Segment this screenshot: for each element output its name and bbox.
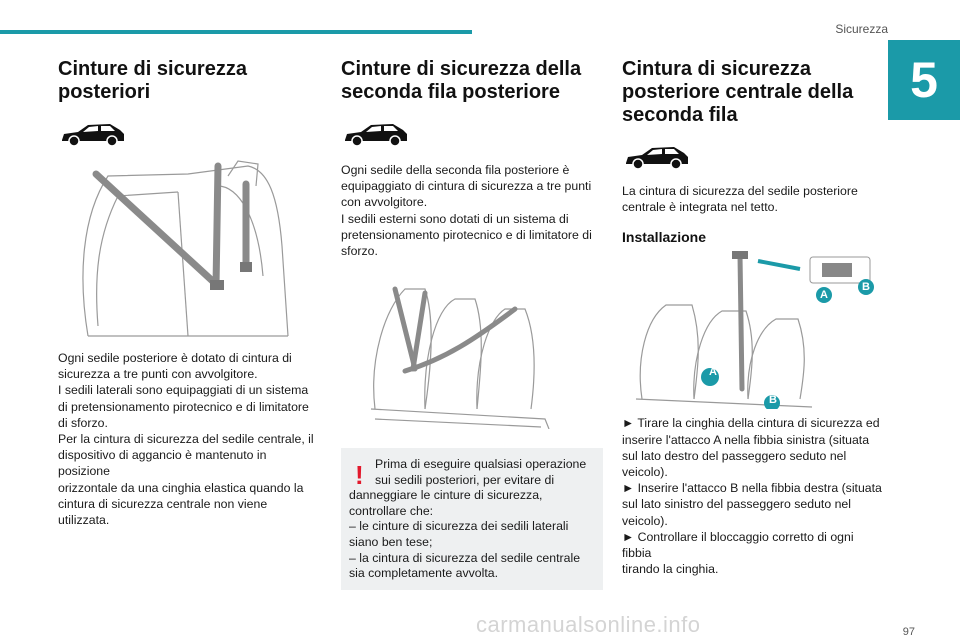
body-line: cintura di sicurezza centrale non viene … [58, 496, 268, 528]
warning-line: Prima di eseguire qualsiasi operazione [375, 457, 587, 471]
watermark: carmanualsonline.info [476, 612, 701, 637]
body-line: pretensionamento pirotecnico e di limita… [341, 227, 592, 242]
callout-label-b: B [769, 394, 777, 406]
column-center-belt: Cintura di sicurezza posteriore centrale… [622, 58, 884, 577]
step-line: sul lato destro del passeggero seduto ne… [622, 448, 847, 463]
callout-label-a-detail: A [820, 289, 828, 301]
warning-line: siano ben tese; [349, 534, 433, 549]
heading-line: Cintura di sicurezza [622, 58, 811, 80]
heading-rear-belts: Cinture di sicurezza posteriori [58, 58, 320, 104]
page-number: 97 [902, 626, 915, 638]
heading-second-row-belts: Cinture di sicurezza della seconda fila … [341, 58, 603, 104]
body-line: sforzo. [341, 244, 378, 259]
second-row-seats-illustration [370, 286, 550, 430]
body-line: orizzontale da una cinghia elastica quan… [58, 480, 304, 495]
heading-line: posteriori [58, 81, 151, 103]
warning-line: – la cintura di sicurezza del sedile cen… [349, 550, 581, 565]
step-line: ► Inserire l'attacco B nella fibbia dest… [622, 481, 882, 496]
header-accent-bar [0, 30, 472, 34]
center-belt-installation-illustration [635, 251, 874, 410]
step-line: veicolo). [622, 465, 668, 480]
body-line: I sedili laterali sono equipaggiati di u… [58, 383, 309, 398]
column-rear-belts: Cinture di sicurezza posteriori Ogni sed… [58, 58, 320, 528]
callout-label-b-detail: B [862, 281, 870, 293]
body-line: Ogni sedile posteriore è dotato di cintu… [58, 351, 292, 365]
warning-text: Prima di eseguire qualsiasi operazione s… [349, 457, 595, 582]
car-silhouette-icon [626, 147, 688, 170]
heading-line: seconda fila [622, 104, 738, 126]
body-line: I sedili esterni sono dotati di un siste… [341, 211, 569, 226]
heading-line: Cinture di sicurezza [58, 58, 247, 80]
body-line: sicurezza a tre punti con avvolgitore. [58, 367, 258, 382]
step-line: ► Tirare la cinghia della cintura di sic… [622, 416, 880, 431]
car-silhouette-icon [345, 124, 407, 147]
step-line: sul lato sinistro del passeggero seduto … [622, 497, 851, 512]
warning-line: controllare che: [349, 503, 434, 518]
heading-line: Cinture di sicurezza della [341, 58, 582, 80]
step-line: ► Controllare il bloccaggio corretto di … [622, 529, 854, 561]
body-line: di pretensionamento pirotecnico e di lim… [58, 399, 309, 414]
subheading-installation: Installazione [622, 229, 707, 246]
callout-label-a: A [709, 366, 717, 378]
car-silhouette-icon [62, 124, 124, 147]
rear-seat-belts-illustration [82, 160, 289, 337]
body-line: di sforzo. [58, 415, 108, 430]
body-line: La cintura di sicurezza del sedile poste… [622, 184, 858, 198]
body-line: dispositivo di aggancio è mantenuto in p… [58, 448, 267, 479]
warning-box: ! Prima di eseguire qualsiasi operazione… [341, 448, 603, 590]
step-line: inserire l'attacco A nella fibbia sinist… [622, 432, 870, 447]
heading-line: posteriore centrale della [622, 81, 854, 103]
body-line: equipaggiato di cintura di sicurezza a t… [341, 179, 592, 194]
step-line: tirando la cinghia. [622, 562, 719, 577]
body-line: con avvolgitore. [341, 195, 428, 210]
column-second-row-belts: Cinture di sicurezza della seconda fila … [341, 58, 603, 430]
heading-line: seconda fila posteriore [341, 81, 560, 103]
warning-line: danneggiare le cinture di sicurezza, [349, 488, 543, 503]
warning-icon: ! [355, 460, 364, 490]
warning-line: – le cinture di sicurezza dei sedili lat… [349, 519, 569, 534]
warning-line: sia completamente avvolta. [349, 566, 499, 581]
body-line: Per la cintura di sicurezza del sedile c… [58, 432, 314, 447]
warning-line: sui sedili posteriori, per evitare di [375, 472, 555, 487]
chapter-tab: 5 [888, 40, 960, 120]
heading-center-belt: Cintura di sicurezza posteriore centrale… [622, 58, 884, 127]
body-line: Ogni sedile della seconda fila posterior… [341, 163, 570, 177]
section-title: Sicurezza [835, 22, 888, 36]
body-line: centrale è integrata nel tetto. [622, 200, 778, 215]
step-line: veicolo). [622, 513, 668, 528]
